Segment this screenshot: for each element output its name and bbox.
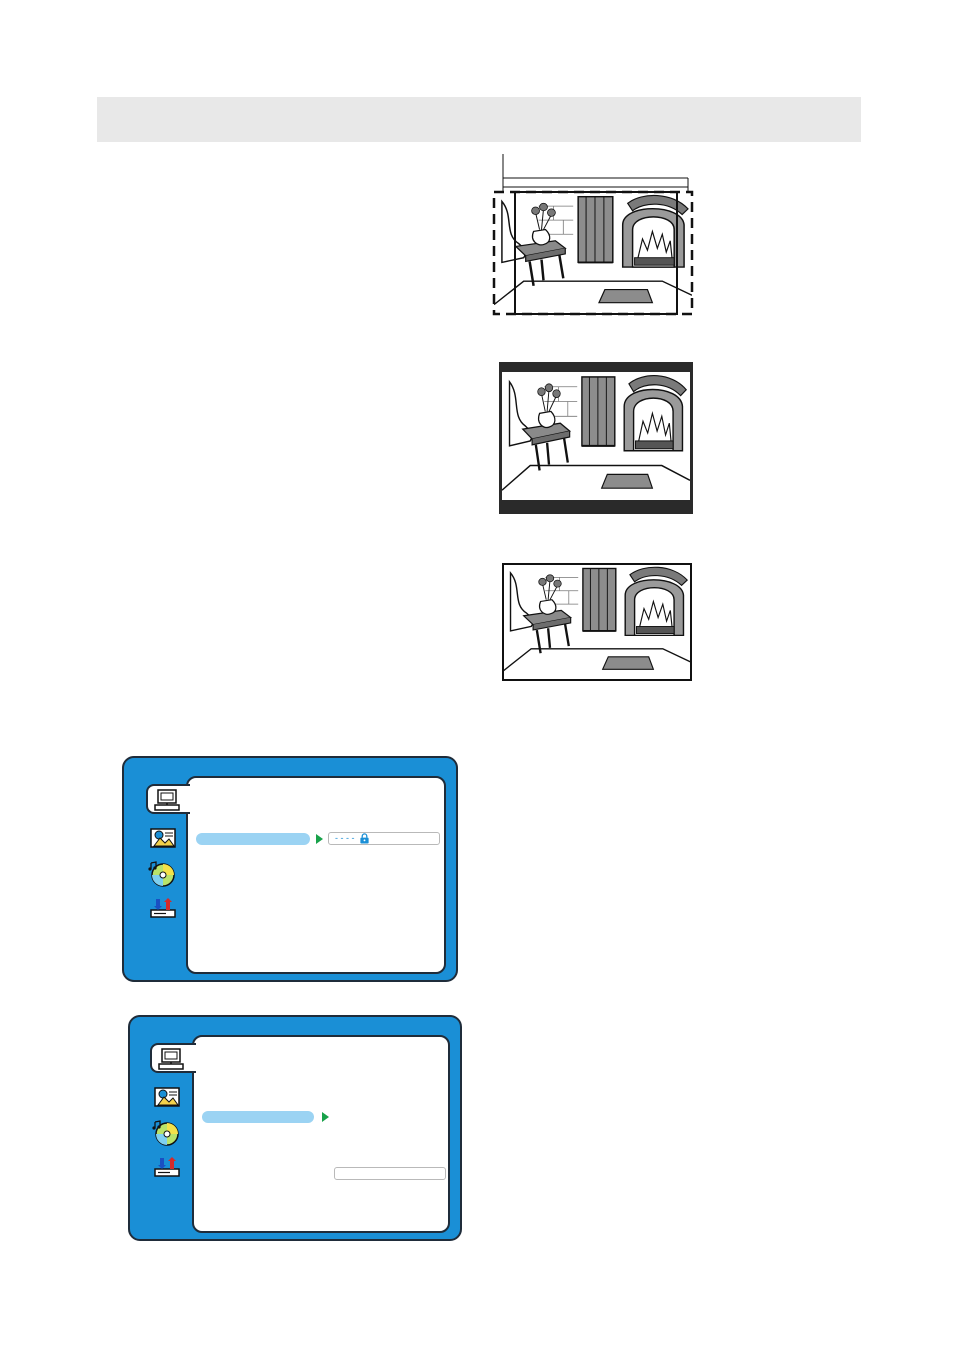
password-field[interactable]: - - - -	[328, 832, 440, 845]
tv-setup-icon[interactable]	[146, 784, 190, 814]
selection-arrow-icon	[322, 1112, 329, 1122]
selected-option-bar[interactable]	[196, 833, 310, 845]
lock-icon	[359, 833, 370, 844]
letterbox-illustration	[499, 362, 693, 514]
selection-arrow-icon	[316, 834, 323, 844]
value-field[interactable]	[334, 1167, 446, 1180]
setup-menu-1: - - - -	[122, 756, 458, 982]
password-placeholder: - - - -	[335, 833, 355, 843]
selected-option-bar[interactable]	[202, 1111, 314, 1123]
header-bar	[97, 97, 861, 142]
setup-menu-2	[128, 1015, 462, 1241]
menu-screen	[186, 776, 446, 974]
tv-setup-icon[interactable]	[150, 1043, 196, 1073]
menu-screen	[192, 1035, 450, 1233]
wide-illustration	[502, 563, 692, 681]
audio-disc-icon[interactable]	[148, 860, 182, 888]
speaker-setup-icon[interactable]	[152, 1155, 186, 1183]
picture-setup-icon[interactable]	[148, 826, 182, 854]
speaker-setup-icon[interactable]	[148, 896, 182, 924]
picture-setup-icon[interactable]	[152, 1085, 186, 1113]
audio-disc-icon[interactable]	[152, 1119, 186, 1147]
pan-scan-illustration	[492, 152, 694, 318]
